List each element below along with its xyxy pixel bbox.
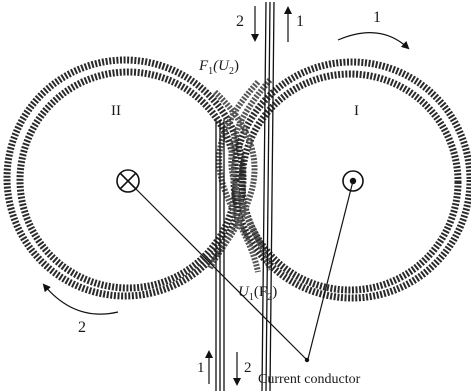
flux-label-top-close: ) bbox=[234, 58, 239, 74]
caption-leaders bbox=[127, 180, 354, 363]
flux-label-top-sub: 1 bbox=[208, 66, 213, 77]
arc-arrow-bottom-left-label: 2 bbox=[78, 319, 86, 336]
arrow-bottom-up-label: 1 bbox=[197, 360, 205, 376]
ring-II-label: II bbox=[111, 103, 121, 119]
arrow-bottom-down-label: 2 bbox=[244, 360, 252, 376]
leader-junction-dot bbox=[304, 357, 310, 363]
crossing-strip-3 bbox=[207, 89, 258, 270]
wire-1 bbox=[261, 1, 267, 391]
flux-label-bottom-main: U bbox=[238, 284, 250, 300]
crossing-strip-1 bbox=[228, 78, 273, 271]
arrow-top-up-label: 1 bbox=[296, 13, 304, 30]
flux-label-bottom-paren-sub: 2 bbox=[267, 292, 272, 303]
caption: Current conductor bbox=[258, 372, 361, 387]
flux-label-bottom-close: ) bbox=[272, 284, 277, 300]
flux-label-bottom-sub: 1 bbox=[249, 292, 254, 303]
wire-3 bbox=[269, 1, 275, 391]
bottom-arrows: 1 2 bbox=[197, 350, 252, 386]
leader-from-right bbox=[307, 180, 354, 360]
arrow-top-down-label: 2 bbox=[236, 13, 244, 30]
ring-II-inner-band bbox=[16, 68, 240, 292]
ring-I-label: I bbox=[354, 103, 359, 119]
arc-arrow-top-right-label: 1 bbox=[373, 9, 381, 26]
arc-arrow-top-right-path bbox=[337, 32, 410, 50]
flux-label-bottom-paren: (F bbox=[254, 284, 267, 300]
flux-label-top-paren-sub: 2 bbox=[229, 66, 234, 77]
flux-label-top: F1(U2) bbox=[198, 58, 239, 77]
flux-label-top-paren: (U bbox=[213, 58, 230, 74]
top-arrows: 2 1 bbox=[236, 6, 304, 42]
vertical-wires bbox=[215, 1, 275, 391]
ring-I-outer-band bbox=[230, 58, 471, 302]
arc-arrow-bottom-left-path bbox=[42, 283, 119, 315]
wire-2 bbox=[265, 1, 271, 391]
flux-label-top-main: F bbox=[198, 58, 209, 74]
ring-I-inner-band bbox=[238, 70, 462, 294]
flux-label-bottom: U1(F2) bbox=[238, 284, 277, 303]
arc-arrow-top-right: 1 bbox=[337, 9, 410, 50]
leader-from-left bbox=[127, 180, 307, 360]
ring-I bbox=[230, 58, 471, 302]
arc-arrow-bottom-left: 2 bbox=[42, 283, 119, 336]
